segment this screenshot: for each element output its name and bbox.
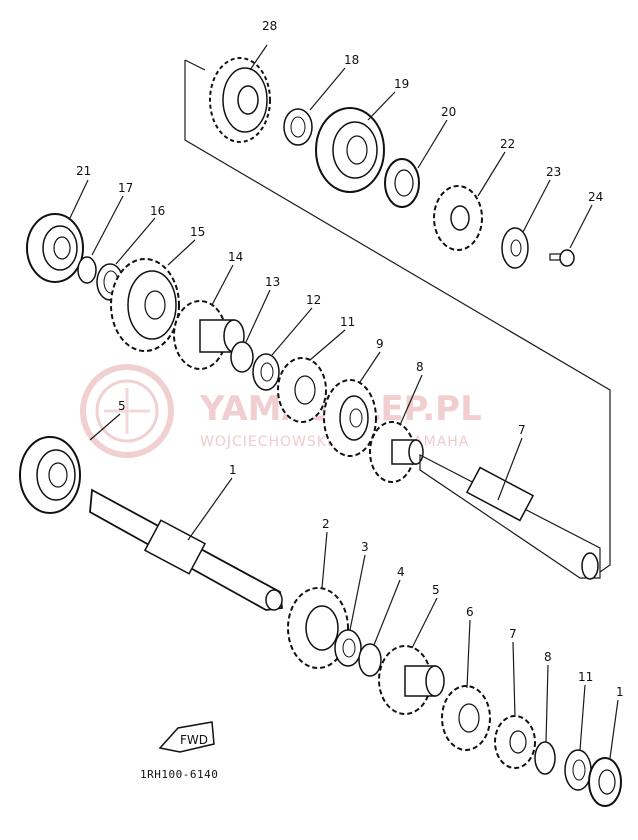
fwd-label: FWD xyxy=(180,733,208,747)
part-22-washer xyxy=(77,256,97,284)
part-4-circlip xyxy=(358,643,382,677)
callout-1: 1 xyxy=(229,463,237,477)
part-18-circlip xyxy=(230,341,254,373)
callout-15: 9 xyxy=(376,337,384,351)
callout-28: 23 xyxy=(546,165,561,179)
part-23-washer xyxy=(283,108,313,146)
callout-8: 8 xyxy=(544,650,552,664)
part-13-gear xyxy=(209,57,271,143)
callout-4: 4 xyxy=(397,565,405,579)
callout-6: 6 xyxy=(466,605,474,619)
callout-13: 28 xyxy=(262,19,277,33)
fwd-arrow-icon: FWD xyxy=(158,721,215,753)
callout-22: 17 xyxy=(118,181,133,195)
part-10-bearing xyxy=(588,757,622,807)
callout-19: 14 xyxy=(228,250,243,264)
part-29-bolt xyxy=(549,249,575,267)
callout-27: 22 xyxy=(500,137,515,151)
part-25-seal xyxy=(384,158,420,208)
part-17-washer xyxy=(252,353,280,391)
callout-2: 2 xyxy=(322,517,330,531)
callout-24: 19 xyxy=(394,77,409,91)
part-11-washer xyxy=(564,749,592,791)
callout-7: 7 xyxy=(509,627,517,641)
callout-18: 13 xyxy=(265,275,280,289)
callout-labels: 28 18 19 20 22 23 24 21 17 16 15 14 13 1… xyxy=(76,19,624,699)
part-9-bearing xyxy=(19,436,81,514)
callout-10: 1 xyxy=(616,685,624,699)
part-2-gear xyxy=(287,587,349,669)
callout-21: 16 xyxy=(150,204,165,218)
diagram-code: 1RH100-6140 xyxy=(140,768,218,781)
callout-9: 5 xyxy=(118,399,126,413)
callout-23: 18 xyxy=(344,53,359,67)
part-8-washer xyxy=(534,741,556,775)
assembly-frame xyxy=(184,59,611,573)
part-16-gear xyxy=(277,357,327,423)
callout-20: 15 xyxy=(190,225,205,239)
part-15-gear xyxy=(323,379,377,457)
callout-29: 24 xyxy=(588,190,603,204)
callout-3: 3 xyxy=(361,540,369,554)
part-6-gear xyxy=(441,685,491,751)
part-3-washer xyxy=(334,629,362,667)
callout-5: 5 xyxy=(432,583,440,597)
callout-17: 12 xyxy=(306,293,321,307)
callout-14: 8 xyxy=(416,360,424,374)
part-14-gear xyxy=(369,421,424,483)
callout-11: 11 xyxy=(578,670,593,684)
callout-25: 20 xyxy=(441,105,456,119)
part-12-drive-axle xyxy=(419,454,601,580)
part-19-gear xyxy=(173,300,245,370)
part-7-gear xyxy=(494,715,536,769)
part-24-bearing xyxy=(315,107,385,193)
callout-26: 21 xyxy=(76,164,91,178)
part-5-gear xyxy=(378,645,445,715)
callout-16: 11 xyxy=(340,315,355,329)
part-28-lock-washer xyxy=(501,227,529,269)
part-26-bearing xyxy=(26,213,84,283)
callout-leaders xyxy=(69,44,619,759)
part-20-gear xyxy=(110,258,180,352)
part-27-sprocket xyxy=(433,185,483,251)
callout-12: 7 xyxy=(518,423,526,437)
part-1-main-axle xyxy=(89,488,284,611)
